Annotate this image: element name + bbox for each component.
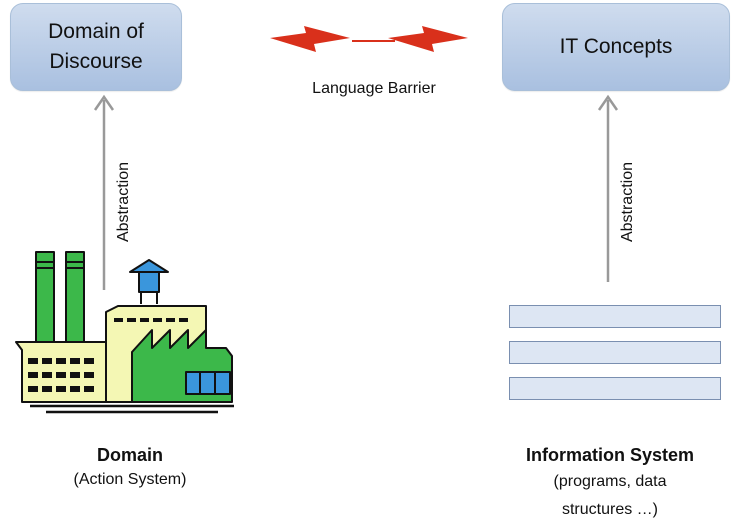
it-concepts-label: IT Concepts [559,35,673,58]
language-barrier-label: Language Barrier [312,80,436,97]
domain-of-discourse-box: Domain of Discourse [10,3,182,91]
lightning-bolt-icon [270,26,468,52]
abstraction-arrow-left [93,94,115,290]
abstraction-arrow-right [597,94,619,282]
factory-icon [15,251,234,414]
data-stack-row [509,305,721,328]
domain-subtitle: (Action System) [73,471,187,488]
domain-title: Domain [96,445,163,465]
information-system-subtitle: (programs, data structures …) [553,473,667,518]
domain-of-discourse-label: Domain of Discourse [48,20,144,73]
information-system-title: Information System [525,445,695,465]
abstraction-label-right: Abstraction [619,161,636,243]
data-stack-row [509,341,721,364]
data-stack-row [509,377,721,400]
abstraction-label-left: Abstraction [115,161,132,243]
it-concepts-box: IT Concepts [502,3,730,91]
